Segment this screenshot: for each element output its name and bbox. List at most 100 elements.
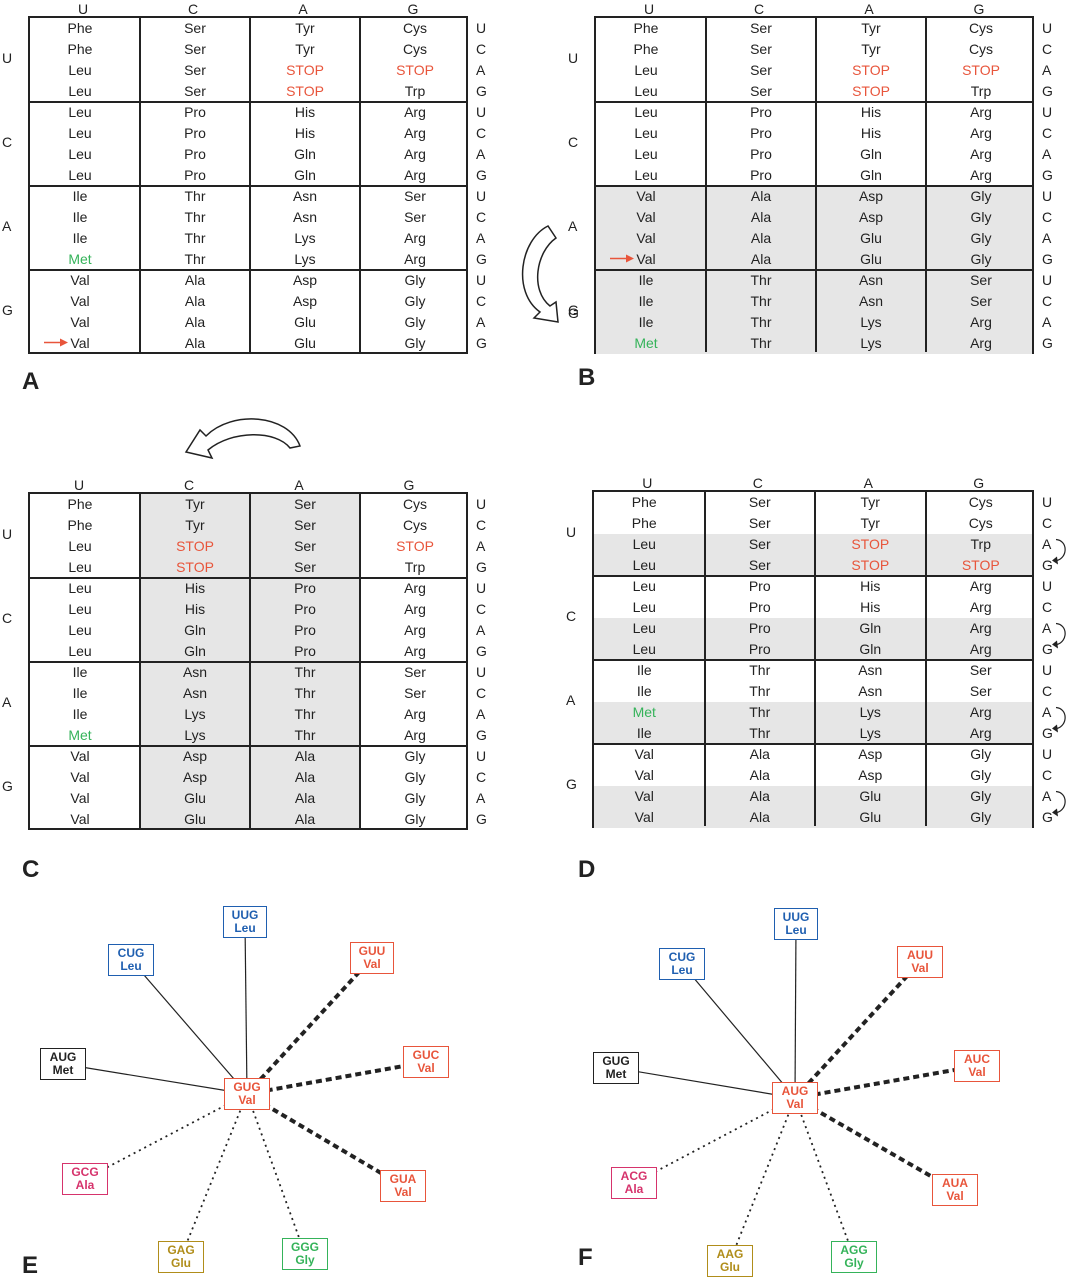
block-divider bbox=[30, 269, 466, 271]
amino-acid-cell: Asn bbox=[182, 685, 208, 701]
amino-acid-cell: Arg bbox=[969, 578, 992, 594]
codon-text: GUU bbox=[358, 944, 386, 958]
amino-acid-cell: Gly bbox=[404, 335, 426, 351]
amino-acid-cell: STOP bbox=[852, 62, 890, 78]
amino-acid-cell: Glu bbox=[294, 335, 316, 351]
amino-acid-cell: Val bbox=[634, 788, 654, 804]
column-header-C: C bbox=[183, 477, 195, 493]
third-base-label: G bbox=[1042, 335, 1053, 351]
amino-acid-cell: Asn bbox=[858, 272, 884, 288]
amino-acid-cell: Pro bbox=[294, 622, 316, 638]
amino-acid-cell: Ser bbox=[404, 209, 426, 225]
amino-acid-cell: Leu bbox=[68, 83, 92, 99]
third-base-label: U bbox=[1042, 578, 1053, 594]
third-base-label: U bbox=[476, 188, 487, 204]
amino-acid-cell: Ala bbox=[184, 335, 206, 351]
codon-text: CUG bbox=[117, 946, 145, 960]
codon-text: GAG bbox=[167, 1243, 195, 1257]
amino-acid-cell: Cys bbox=[402, 20, 428, 36]
swap-third-base-arrow bbox=[1055, 538, 1066, 562]
amino-acid-text: Glu bbox=[720, 1260, 740, 1274]
red-pointer-arrowhead bbox=[60, 338, 68, 347]
amino-acid-cell: STOP bbox=[176, 538, 214, 554]
amino-acid-cell: Gly bbox=[404, 272, 426, 288]
first-base-label: U bbox=[566, 524, 577, 540]
amino-acid-cell: Asp bbox=[182, 769, 208, 785]
third-base-label: C bbox=[1042, 209, 1053, 225]
amino-acid-cell: Val bbox=[70, 769, 90, 785]
amino-acid-cell: Ala bbox=[750, 188, 772, 204]
amino-acid-cell: Thr bbox=[184, 188, 206, 204]
amino-acid-cell: Arg bbox=[969, 725, 992, 741]
amino-acid-cell: Arg bbox=[404, 104, 426, 120]
amino-acid-cell: Asn bbox=[292, 188, 318, 204]
amino-acid-cell: Thr bbox=[184, 251, 206, 267]
amino-acid-text: Ala bbox=[75, 1178, 95, 1192]
amino-acid-cell: Arg bbox=[970, 146, 992, 162]
amino-acid-cell: Phe bbox=[67, 517, 93, 533]
first-base-label: G bbox=[2, 302, 13, 318]
amino-acid-cell: Arg bbox=[970, 335, 992, 351]
amino-acid-text: Val bbox=[363, 957, 381, 971]
column-header-G: G bbox=[973, 475, 985, 491]
amino-acid-cell: Thr bbox=[750, 314, 772, 330]
amino-acid-cell: Ile bbox=[638, 293, 654, 309]
curved-swap-arrow-columns bbox=[184, 418, 302, 460]
amino-acid-cell: Ala bbox=[750, 209, 772, 225]
amino-acid-text: Val bbox=[786, 1097, 804, 1111]
amino-acid-cell: Thr bbox=[749, 662, 771, 678]
red-pointer-arrowhead bbox=[626, 254, 634, 263]
amino-acid-cell: Ser bbox=[970, 272, 992, 288]
amino-acid-cell: Gly bbox=[404, 748, 426, 764]
codon-link-solid bbox=[62, 1063, 248, 1095]
amino-acid-text: Met bbox=[605, 1067, 627, 1081]
codon-link-dotted bbox=[180, 1093, 248, 1258]
amino-acid-cell: Gly bbox=[970, 230, 992, 246]
amino-acid-cell: Leu bbox=[634, 167, 658, 183]
block-divider bbox=[30, 577, 466, 579]
amino-acid-cell: STOP bbox=[851, 557, 890, 573]
first-base-label: A bbox=[566, 692, 576, 708]
amino-acid-cell: Cys bbox=[402, 517, 428, 533]
third-base-label: G bbox=[1042, 641, 1053, 657]
block-divider bbox=[30, 101, 466, 103]
amino-acid-cell: Gln bbox=[184, 622, 206, 638]
amino-acid-cell: Val bbox=[70, 314, 90, 330]
amino-acid-cell: Pro bbox=[748, 578, 771, 594]
amino-acid-cell: Leu bbox=[634, 83, 658, 99]
codon-text: AUU bbox=[907, 948, 933, 962]
third-base-label: G bbox=[1042, 251, 1053, 267]
amino-acid-cell: Ile bbox=[636, 683, 652, 699]
third-base-label: G bbox=[476, 811, 487, 827]
codon-text: AAG bbox=[716, 1247, 744, 1261]
amino-acid-cell: Ser bbox=[184, 83, 206, 99]
amino-acid-cell: Gly bbox=[970, 209, 992, 225]
amino-acid-cell: Leu bbox=[68, 559, 92, 575]
third-base-label: G bbox=[476, 335, 487, 351]
curved-swap-arrow-rows bbox=[521, 225, 559, 323]
amino-acid-cell: Lys bbox=[294, 251, 316, 267]
amino-acid-text: Leu bbox=[234, 921, 256, 935]
amino-acid-cell: Glu bbox=[860, 230, 882, 246]
codon-text: AUG bbox=[781, 1084, 809, 1098]
column-header-A: A bbox=[864, 1, 874, 17]
third-base-label: A bbox=[476, 790, 486, 806]
amino-acid-cell: Tyr bbox=[185, 517, 205, 533]
amino-acid-cell: Leu bbox=[632, 557, 656, 573]
amino-acid-cell: Phe bbox=[67, 41, 93, 57]
column-header-C: C bbox=[753, 1, 765, 17]
codon-link-dotted bbox=[84, 1093, 248, 1180]
codon-text: UUG bbox=[231, 908, 259, 922]
third-base-label: U bbox=[476, 496, 487, 512]
third-base-label: A bbox=[476, 314, 486, 330]
third-base-label: U bbox=[476, 664, 487, 680]
amino-acid-cell: STOP bbox=[396, 62, 434, 78]
third-base-label: A bbox=[476, 62, 486, 78]
third-base-label: G bbox=[476, 559, 487, 575]
amino-acid-cell: Arg bbox=[404, 706, 426, 722]
